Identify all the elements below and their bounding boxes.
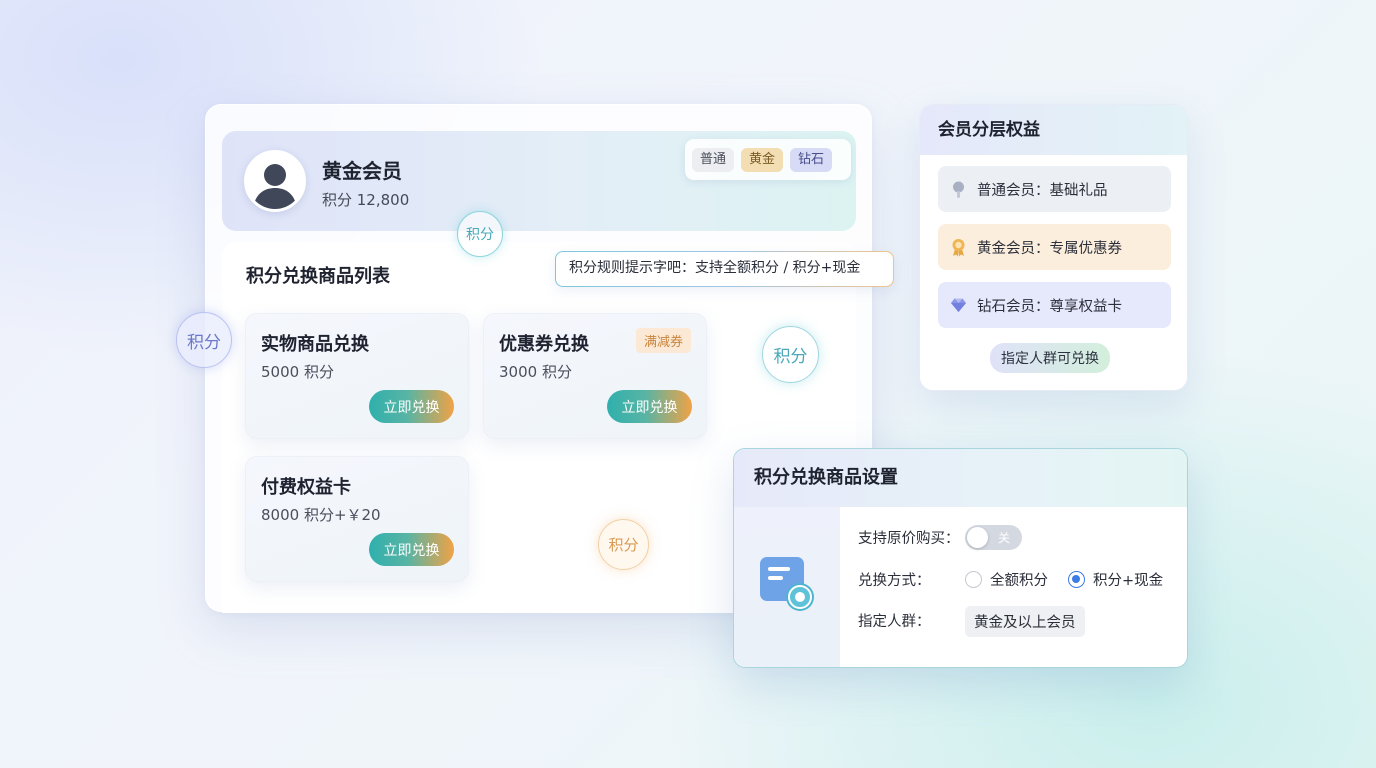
radio-label: 积分+现金 — [1093, 573, 1164, 589]
method-radio-points-cash[interactable]: 积分+现金 — [1068, 569, 1163, 590]
product-cost: 3000 积分 — [499, 363, 572, 381]
medal-icon — [952, 238, 965, 256]
user-icon — [253, 164, 297, 209]
product-cost: 5000 积分 — [261, 363, 334, 381]
points-bubble: 积分 — [176, 312, 232, 368]
member-points-balance: 积分 12,800 — [322, 191, 410, 209]
tier-switcher: 普通 黄金 钻石 — [685, 139, 851, 180]
settings-illustration — [734, 507, 840, 667]
toggle-knob — [967, 527, 988, 548]
tier-benefits-title: 会员分层权益 — [920, 105, 1187, 155]
member-level-title: 黄金会员 — [322, 159, 402, 183]
product-card-benefit[interactable]: 付费权益卡 8000 积分+￥20 立即兑换 — [245, 456, 469, 582]
redeem-button[interactable]: 立即兑换 — [607, 390, 692, 423]
tier-benefits-panel: 会员分层权益 普通会员：基础礼品 黄金会员：专属优惠券 钻石会员：尊享权益卡 指… — [919, 104, 1188, 391]
points-rule-hint: 积分规则提示字吧：支持全额积分 / 积分+现金 — [555, 251, 894, 287]
radio-circle-checked-icon — [1068, 571, 1085, 588]
tier-row-label: 普通会员：基础礼品 — [977, 182, 1108, 199]
tier-row-diamond[interactable]: 钻石会员：尊享权益卡 — [938, 282, 1171, 328]
radio-circle-icon — [965, 571, 982, 588]
points-bubble: 积分 — [457, 211, 503, 257]
toggle-state-text: 关 — [998, 531, 1011, 545]
radio-label: 全额积分 — [990, 573, 1048, 589]
product-name: 优惠券兑换 — [499, 334, 589, 355]
tier-tab-normal[interactable]: 普通 — [692, 147, 735, 172]
audience-select[interactable]: 黄金及以上会员 — [965, 606, 1085, 637]
original-price-toggle[interactable]: 关 — [965, 525, 1022, 550]
coupon-type-tag: 满减券 — [635, 328, 691, 353]
tier-row-gold[interactable]: 黄金会员：专属优惠券 — [938, 224, 1171, 270]
avatar — [244, 150, 306, 212]
audience-label: 指定人群： — [858, 614, 931, 630]
tier-tab-gold[interactable]: 黄金 — [741, 147, 784, 172]
exchange-settings-panel: 积分兑换商品设置 支持原价购买： 关 兑换方式： 全额积分 积分+现金 指定人群… — [733, 448, 1188, 668]
redeem-button[interactable]: 立即兑换 — [369, 533, 454, 566]
tier-tab-diamond[interactable]: 钻石 — [790, 147, 833, 172]
product-card-coupon[interactable]: 优惠券兑换 满减券 3000 积分 立即兑换 — [483, 313, 707, 439]
settings-title: 积分兑换商品设置 — [734, 449, 1187, 507]
tier-row-label: 钻石会员：尊享权益卡 — [977, 298, 1122, 315]
points-bubble: 积分 — [762, 326, 819, 383]
member-profile: 黄金会员 积分 12,800 普通 黄金 钻石 — [222, 131, 856, 231]
original-price-label: 支持原价购买： — [858, 531, 960, 547]
points-bubble: 积分 — [598, 519, 649, 570]
product-card-physical[interactable]: 实物商品兑换 5000 积分 立即兑换 — [245, 313, 469, 439]
product-cost: 8000 积分+￥20 — [261, 506, 381, 524]
redeem-button[interactable]: 立即兑换 — [369, 390, 454, 423]
diamond-icon — [951, 298, 966, 312]
product-name: 付费权益卡 — [261, 477, 351, 498]
tier-row-normal[interactable]: 普通会员：基础礼品 — [938, 166, 1171, 212]
method-radio-full-points[interactable]: 全额积分 — [965, 569, 1048, 590]
product-list-title: 积分兑换商品列表 — [246, 266, 390, 287]
pin-icon — [953, 181, 964, 198]
product-name: 实物商品兑换 — [261, 334, 369, 355]
tier-row-label: 黄金会员：专属优惠券 — [977, 240, 1122, 257]
audience-chip: 指定人群可兑换 — [990, 343, 1110, 373]
exchange-method-label: 兑换方式： — [858, 573, 931, 589]
document-settings-icon — [760, 557, 814, 611]
